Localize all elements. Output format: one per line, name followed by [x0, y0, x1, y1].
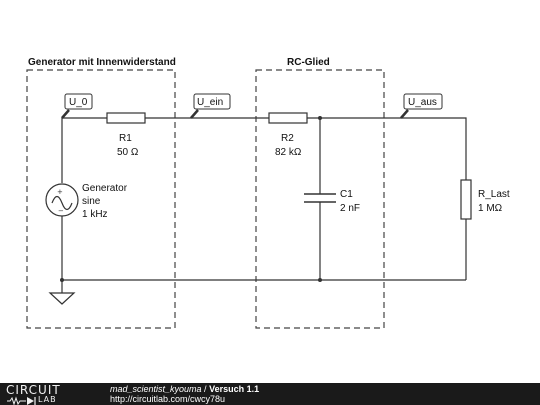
r2-name: R2 — [281, 133, 294, 144]
rc-group-title: RC-Glied — [287, 57, 330, 68]
generator-group-title: Generator mit Innenwiderstand — [28, 57, 176, 68]
ground-icon — [48, 292, 76, 305]
r1-value: 50 Ω — [117, 147, 139, 158]
minus-sign: − — [58, 207, 64, 215]
r2-value: 82 kΩ — [275, 147, 302, 158]
capacitor-c1[interactable] — [304, 193, 336, 203]
junction-dot — [60, 278, 64, 282]
rlast-value: 1 MΩ — [478, 203, 503, 214]
probe-uaus-label: U_aus — [408, 97, 437, 108]
r1-name: R1 — [119, 133, 132, 144]
plus-sign: + — [57, 188, 63, 196]
probe-uein[interactable]: U_ein — [190, 93, 231, 119]
gen-name: Generator — [82, 183, 128, 194]
rlast-name: R_Last — [478, 189, 510, 200]
junction-dot — [318, 116, 322, 120]
gen-freq: 1 kHz — [82, 209, 108, 220]
rc-group-box — [255, 69, 385, 329]
author-name[interactable]: mad_scientist_kyouma — [110, 384, 202, 394]
resistor-r2[interactable] — [268, 112, 308, 124]
probe-uein-label: U_ein — [197, 97, 223, 108]
circuit-schematic: Generator mit Innenwiderstand RC-Glied +… — [26, 57, 510, 329]
wires — [61, 117, 467, 293]
probe-uaus[interactable]: U_aus — [400, 93, 443, 119]
logo-text-top: CIRCUIT — [6, 383, 61, 397]
footer-url[interactable]: http://circuitlab.com/cwcy78u — [110, 394, 226, 404]
logo-text-bottom: LAB — [38, 395, 57, 404]
probe-u0-label: U_0 — [69, 97, 88, 108]
junction-dot — [318, 278, 322, 282]
c1-value: 2 nF — [340, 203, 360, 214]
c1-name: C1 — [340, 189, 353, 200]
logo-waveform-icon — [7, 396, 36, 405]
footer-bar: CIRCUIT LAB mad_scientist_kyouma / Versu… — [0, 383, 540, 405]
generator-group-box — [26, 69, 176, 329]
probe-u0[interactable]: U_0 — [61, 93, 93, 119]
footer-title-line: mad_scientist_kyouma / Versuch 1.1 — [110, 384, 259, 394]
sine-source[interactable]: + − — [45, 183, 79, 217]
footer-separator: / — [201, 384, 210, 394]
gen-type: sine — [82, 196, 101, 207]
circuitlab-logo: CIRCUIT LAB — [6, 383, 98, 405]
resistor-rlast[interactable] — [460, 179, 472, 220]
resistor-r1[interactable] — [106, 112, 146, 124]
circuit-title[interactable]: Versuch 1.1 — [209, 384, 260, 394]
